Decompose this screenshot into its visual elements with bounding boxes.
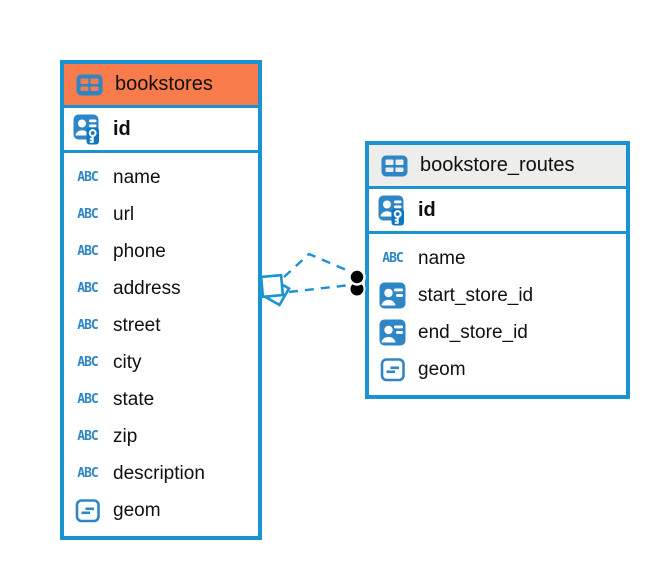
column-name: zip [113,425,138,447]
column-name: street [113,314,161,336]
column-row-state[interactable]: ABC state [64,381,258,418]
column-name: description [113,462,205,484]
column-row-address[interactable]: ABC address [64,270,258,307]
column-row-geom[interactable]: geom [369,351,626,388]
column-name: state [113,388,155,410]
table-header-bookstores[interactable]: bookstores [64,64,258,108]
primary-key-icon [71,114,104,145]
table-icon [378,155,411,177]
column-row-start-store-id[interactable]: start_store_id [369,277,626,314]
table-icon [73,74,106,96]
column-name: end_store_id [418,321,528,343]
column-row-id[interactable]: id [369,189,626,234]
column-name: name [418,247,466,269]
column-list: ABC name start_store_id [369,234,626,395]
column-row-description[interactable]: ABC description [64,455,258,492]
column-row-geom[interactable]: geom [64,492,258,529]
text-type-icon: ABC [77,281,99,296]
text-type-icon: ABC [77,429,99,444]
table-node-bookstores[interactable]: bookstores id ABC [60,60,262,540]
table-node-bookstore-routes[interactable]: bookstore_routes id [365,141,630,399]
column-name: geom [418,358,466,380]
text-type-icon: ABC [77,318,99,333]
column-row-zip[interactable]: ABC zip [64,418,258,455]
column-name: phone [113,240,166,262]
column-name: name [113,166,161,188]
text-type-icon: ABC [77,244,99,259]
column-list: ABC name ABC url ABC phone ABC address A… [64,153,258,536]
column-row-city[interactable]: ABC city [64,344,258,381]
column-name: city [113,351,142,373]
relationship-line-upper[interactable] [283,252,352,278]
column-name: geom [113,499,161,521]
text-type-icon: ABC [77,355,99,370]
geometry-type-icon [71,498,104,524]
column-row-name[interactable]: ABC name [64,159,258,196]
column-row-street[interactable]: ABC street [64,307,258,344]
table-title: bookstore_routes [420,154,575,176]
relationship-line-lower[interactable] [288,283,351,294]
column-name: id [418,198,436,221]
column-row-phone[interactable]: ABC phone [64,233,258,270]
column-name: id [113,117,131,140]
table-header-bookstore-routes[interactable]: bookstore_routes [369,145,626,189]
relationship-source-marker[interactable] [259,273,291,307]
column-row-name[interactable]: ABC name [369,240,626,277]
column-row-id[interactable]: id [64,108,258,153]
table-title: bookstores [115,73,213,95]
relationship-target-marker[interactable] [348,268,366,298]
text-type-icon: ABC [382,251,404,266]
column-name: url [113,203,135,225]
column-name: address [113,277,181,299]
column-name: start_store_id [418,284,534,306]
geometry-type-icon [376,357,409,383]
column-row-end-store-id[interactable]: end_store_id [369,314,626,351]
column-row-url[interactable]: ABC url [64,196,258,233]
reference-type-icon [376,282,409,309]
text-type-icon: ABC [77,392,99,407]
text-type-icon: ABC [77,466,99,481]
text-type-icon: ABC [77,207,99,222]
reference-type-icon [376,319,409,346]
text-type-icon: ABC [77,170,99,185]
primary-key-icon [376,195,409,226]
